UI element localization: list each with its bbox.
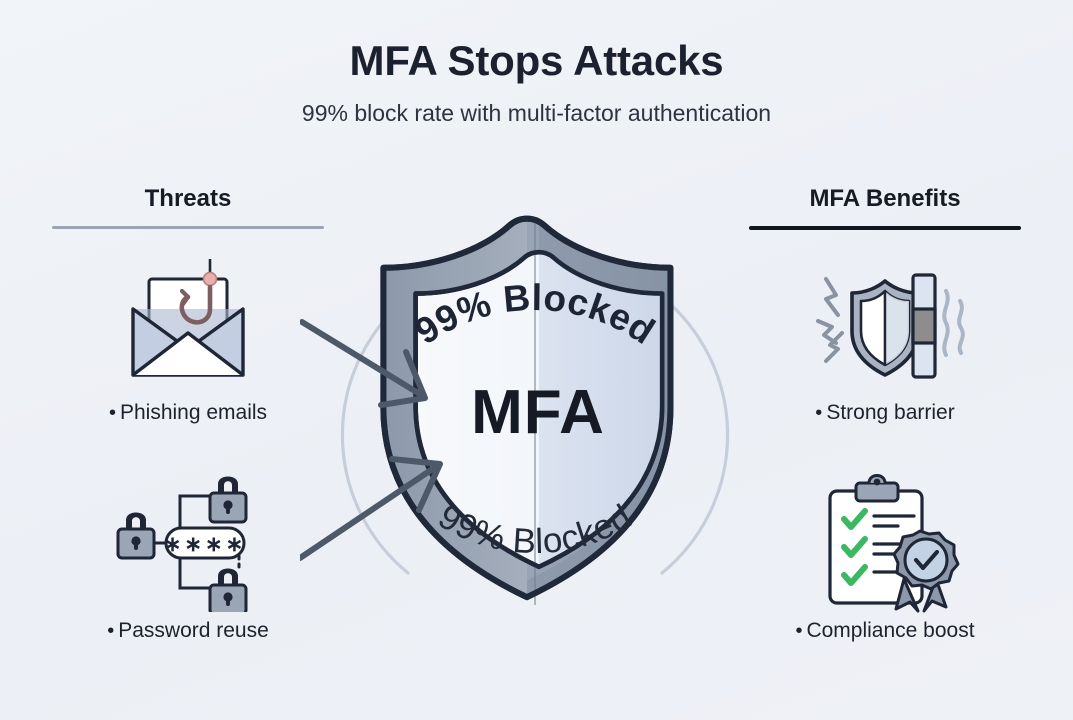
- phishing-email-icon: [38, 248, 338, 400]
- benefits-rule: [749, 226, 1021, 231]
- padlock-bottom-right: [208, 568, 247, 612]
- orbit-ring: [340, 295, 730, 575]
- threat-label-phishing: •Phishing emails: [38, 400, 338, 425]
- benefit-label-compliance-boost: •Compliance boost: [735, 618, 1035, 643]
- benefit-item-compliance-boost: •Compliance boost: [735, 466, 1035, 643]
- shield-label: MFA: [471, 378, 605, 447]
- threat-label-phishing-text: Phishing emails: [119, 401, 268, 424]
- threats-rule: [52, 226, 324, 230]
- benefit-label-compliance-boost-text: Compliance boost: [806, 619, 975, 642]
- mfa-shield: [380, 215, 674, 605]
- threat-arrows: [300, 319, 443, 561]
- threat-label-password-reuse: •Password reuse: [38, 618, 338, 643]
- threat-label-password-reuse-text: Password reuse: [118, 619, 269, 642]
- shield-barrier-icon: [735, 248, 1035, 400]
- page-title: MFA Stops Attacks: [349, 37, 724, 84]
- padlock-left: [116, 512, 155, 560]
- password-reuse-icon: ∗∗∗∗: [38, 466, 338, 618]
- benefit-label-strong-barrier-text: Strong barrier: [826, 401, 955, 424]
- bullet-marker: •: [108, 402, 116, 424]
- threat-item-password-reuse: ∗∗∗∗: [38, 466, 338, 643]
- threats-heading: Threats: [144, 185, 232, 212]
- bullet-marker: •: [795, 620, 803, 642]
- benefit-item-strong-barrier: •Strong barrier: [735, 248, 1035, 425]
- bullet-marker: •: [815, 402, 823, 424]
- padlock-top-right: [208, 476, 247, 524]
- benefit-label-strong-barrier: •Strong barrier: [735, 400, 1035, 425]
- header: MFA Stops Attacks 99% block rate with mu…: [0, 37, 1073, 128]
- benefits-column: MFA Benefits: [735, 185, 1035, 642]
- central-shield-graphic: MFA 99% Blocked 99% Blocked: [300, 185, 770, 655]
- bullet-marker: •: [107, 620, 115, 642]
- page-subtitle: 99% block rate with multi-factor authent…: [301, 100, 772, 127]
- benefits-heading: MFA Benefits: [809, 185, 961, 212]
- password-field: ∗∗∗∗: [163, 526, 245, 560]
- compliance-clipboard-icon: [735, 466, 1035, 618]
- threats-column: Threats: [38, 185, 338, 642]
- threat-item-phishing: •Phishing emails: [38, 248, 338, 425]
- password-masked-value: ∗∗∗∗: [163, 533, 245, 556]
